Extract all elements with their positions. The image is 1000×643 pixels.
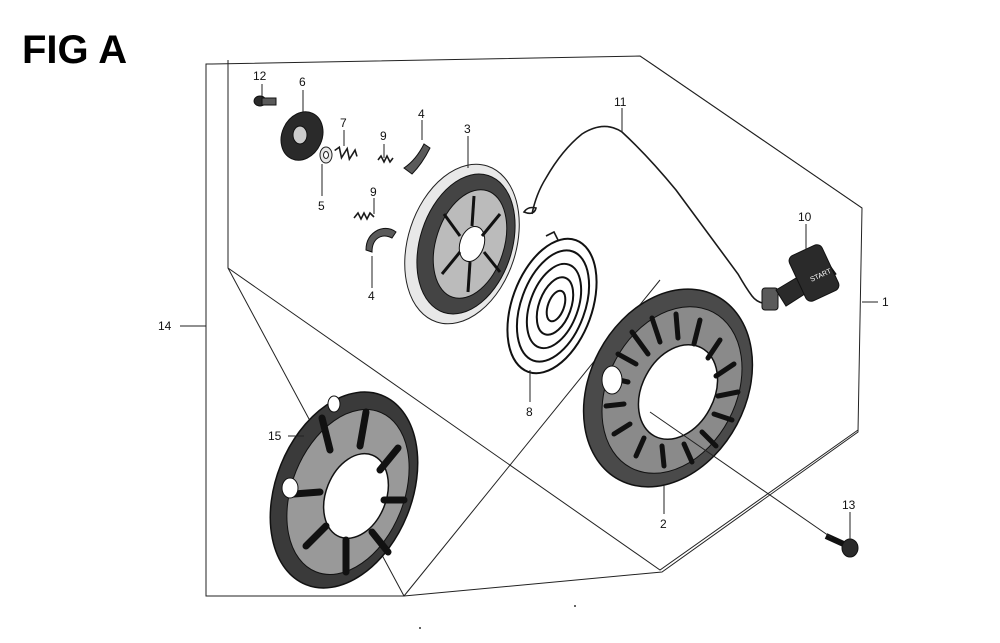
part-7-spring (334, 145, 358, 162)
part-4-pawl-lower (365, 227, 397, 253)
callout-12: 12 (253, 69, 267, 83)
part-8-spiral-spring (506, 230, 598, 375)
callout-1: 1 (882, 295, 889, 309)
callout-4-lower: 4 (368, 289, 375, 303)
part-11-starter-rope (522, 125, 771, 305)
callout-7: 7 (340, 116, 347, 130)
callout-6: 6 (299, 75, 306, 89)
part-6-ratchet (280, 111, 324, 161)
outline-edge (651, 63, 863, 209)
callout-8: 8 (526, 405, 533, 419)
callout-3: 3 (464, 122, 471, 136)
part-13-bolt (824, 533, 859, 558)
part-10-starter-handle: START (761, 244, 840, 311)
part-15-starter-cover (269, 391, 419, 589)
callout-labels: 12 6 7 5 9 4 3 9 4 8 11 10 1 2 13 14 15 (158, 69, 889, 531)
assembly-1-outline (227, 60, 859, 571)
part-2-starter-housing (582, 288, 754, 488)
callout-9-lower: 9 (370, 185, 377, 199)
speck (574, 605, 576, 607)
outline-corner (639, 55, 653, 65)
callout-15: 15 (268, 429, 282, 443)
callout-10: 10 (798, 210, 812, 224)
callout-5: 5 (318, 199, 325, 213)
callout-11: 11 (614, 95, 627, 109)
bolt-13-leader (649, 411, 833, 539)
part-5-washer (319, 146, 333, 164)
speck (419, 627, 421, 629)
callout-14: 14 (158, 319, 172, 333)
callout-2: 2 (660, 517, 667, 531)
figure-title: FIG A (22, 28, 128, 72)
leader-lines (180, 84, 878, 540)
part-12-screw (253, 95, 277, 107)
part-9-spring-lower (353, 211, 375, 221)
callout-13: 13 (842, 498, 856, 512)
part-3-reel (404, 163, 520, 325)
part-9-spring-upper (377, 154, 394, 164)
part-4-pawl-upper (403, 143, 431, 175)
callout-4-upper: 4 (418, 107, 425, 121)
callout-9-upper: 9 (380, 129, 387, 143)
